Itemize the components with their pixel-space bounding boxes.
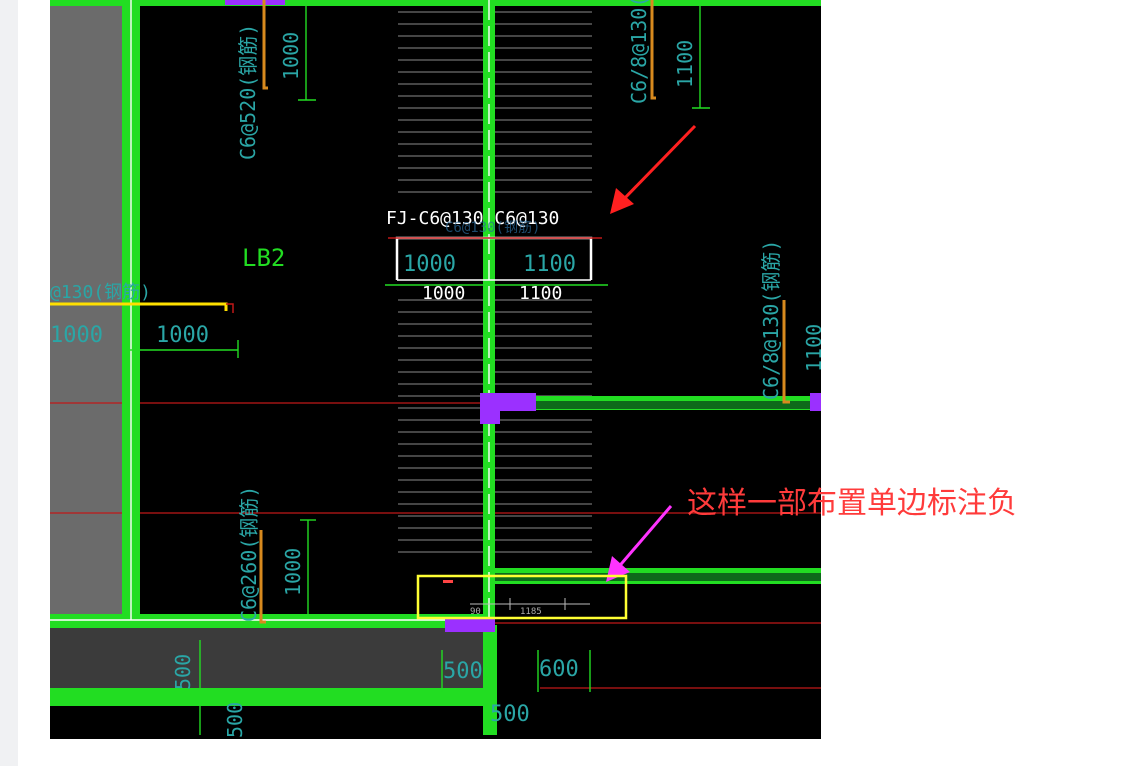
left-rebar-label: @130(钢筋) (50, 282, 151, 303)
green-walls (50, 0, 821, 735)
dim-500-c: 500 (443, 659, 483, 684)
highlight-box (416, 574, 628, 620)
span-left-lower: 1000 (422, 283, 465, 304)
annotation-text: 这样一部布置单边标注负 (687, 486, 1017, 521)
top-left-rebar: C6@520(钢筋) (236, 24, 260, 160)
right-rebar: C6/8@130(钢筋) (759, 240, 783, 400)
small-red-mark (443, 580, 453, 583)
bottom-grey-band (50, 628, 490, 690)
left-grey-wall (50, 0, 122, 620)
bottom-small-left: 90 (470, 607, 481, 617)
dim-500-d: 500 (490, 702, 530, 727)
slab-label: LB2 (242, 244, 285, 272)
top-right-span: 1100 (673, 40, 697, 88)
dark-green-bands (495, 401, 821, 581)
span-right-lower: 1100 (519, 283, 562, 304)
rebar-bracket (385, 236, 608, 286)
left-rebar-line (50, 302, 234, 313)
dim-500-b: 500 (223, 702, 247, 738)
red-arrow-icon (610, 124, 697, 214)
left-span-a: 1000 (50, 323, 103, 348)
rebar-label-ghost: C6@130(钢筋) (445, 219, 540, 236)
purple-columns (225, 0, 821, 632)
cad-screenshot: FJ-C6@130 C6@130 C6@130(钢筋) 1000 1100 10… (50, 0, 821, 739)
green-dimension-lines (122, 0, 710, 735)
cad-drawing-canvas: FJ-C6@130 C6@130 C6@130(钢筋) 1000 1100 10… (50, 0, 821, 738)
top-left-span: 1000 (279, 32, 303, 80)
small-dim-ticks (470, 598, 590, 610)
right-span: 1100 (802, 324, 821, 372)
rebar-label: FJ-C6@130 C6@130 (386, 208, 559, 229)
wall-center-lines (50, 0, 490, 621)
bottom-left-span: 1000 (281, 548, 305, 596)
bottom-left-rebar: C6@260(钢筋) (237, 486, 261, 622)
top-right-rebar: C6/8@130(钢筋) (627, 0, 651, 104)
orange-rebar-markers (259, 0, 790, 624)
bottom-small-right: 1185 (520, 607, 542, 617)
dim-500-a: 500 (171, 654, 195, 690)
span-right-upper: 1100 (523, 252, 576, 277)
left-span-b: 1000 (156, 323, 209, 348)
dim-600: 600 (539, 657, 579, 682)
span-left-upper: 1000 (403, 252, 456, 277)
left-gutter (0, 0, 18, 766)
